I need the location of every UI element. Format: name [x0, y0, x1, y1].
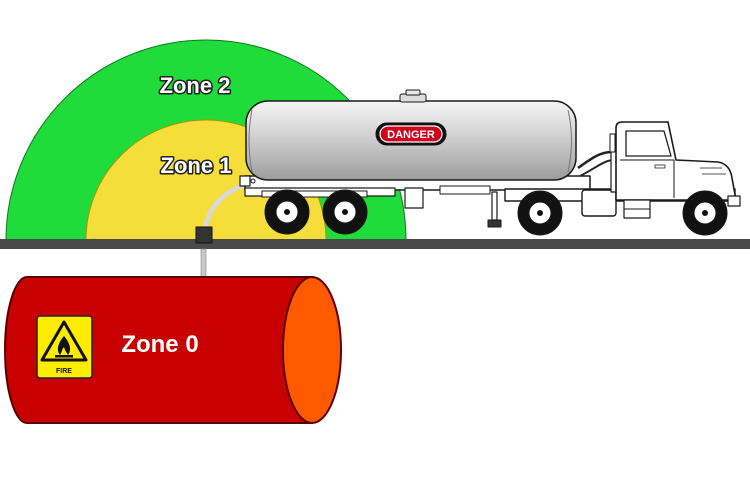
ground-line: [0, 239, 750, 249]
drive-wheel: [517, 190, 563, 236]
zone-1-label: Zone 1: [161, 153, 232, 178]
fuel-tank: [581, 189, 617, 217]
flame-warning-icon: [40, 320, 88, 362]
underground-tank: [4, 276, 342, 424]
zone-0-label: Zone 0: [121, 331, 198, 358]
fire-sign-label: FIRE: [56, 368, 72, 375]
danger-placard-text: DANGER: [387, 129, 435, 141]
cab-window: [625, 130, 672, 157]
fill-pipe: [200, 248, 207, 280]
zone-2-label: Zone 2: [160, 73, 231, 98]
side-mirror: [609, 133, 616, 153]
landing-gear: [491, 191, 498, 221]
fill-point: [195, 226, 213, 244]
fire-warning-sign: FIRE: [36, 315, 93, 379]
trailer-wheel-1: [264, 189, 310, 235]
front-bumper: [727, 195, 741, 207]
front-wheel: [682, 190, 728, 236]
tanker-truck: DANGER: [239, 89, 741, 236]
trailer-wheel-2: [322, 189, 368, 235]
